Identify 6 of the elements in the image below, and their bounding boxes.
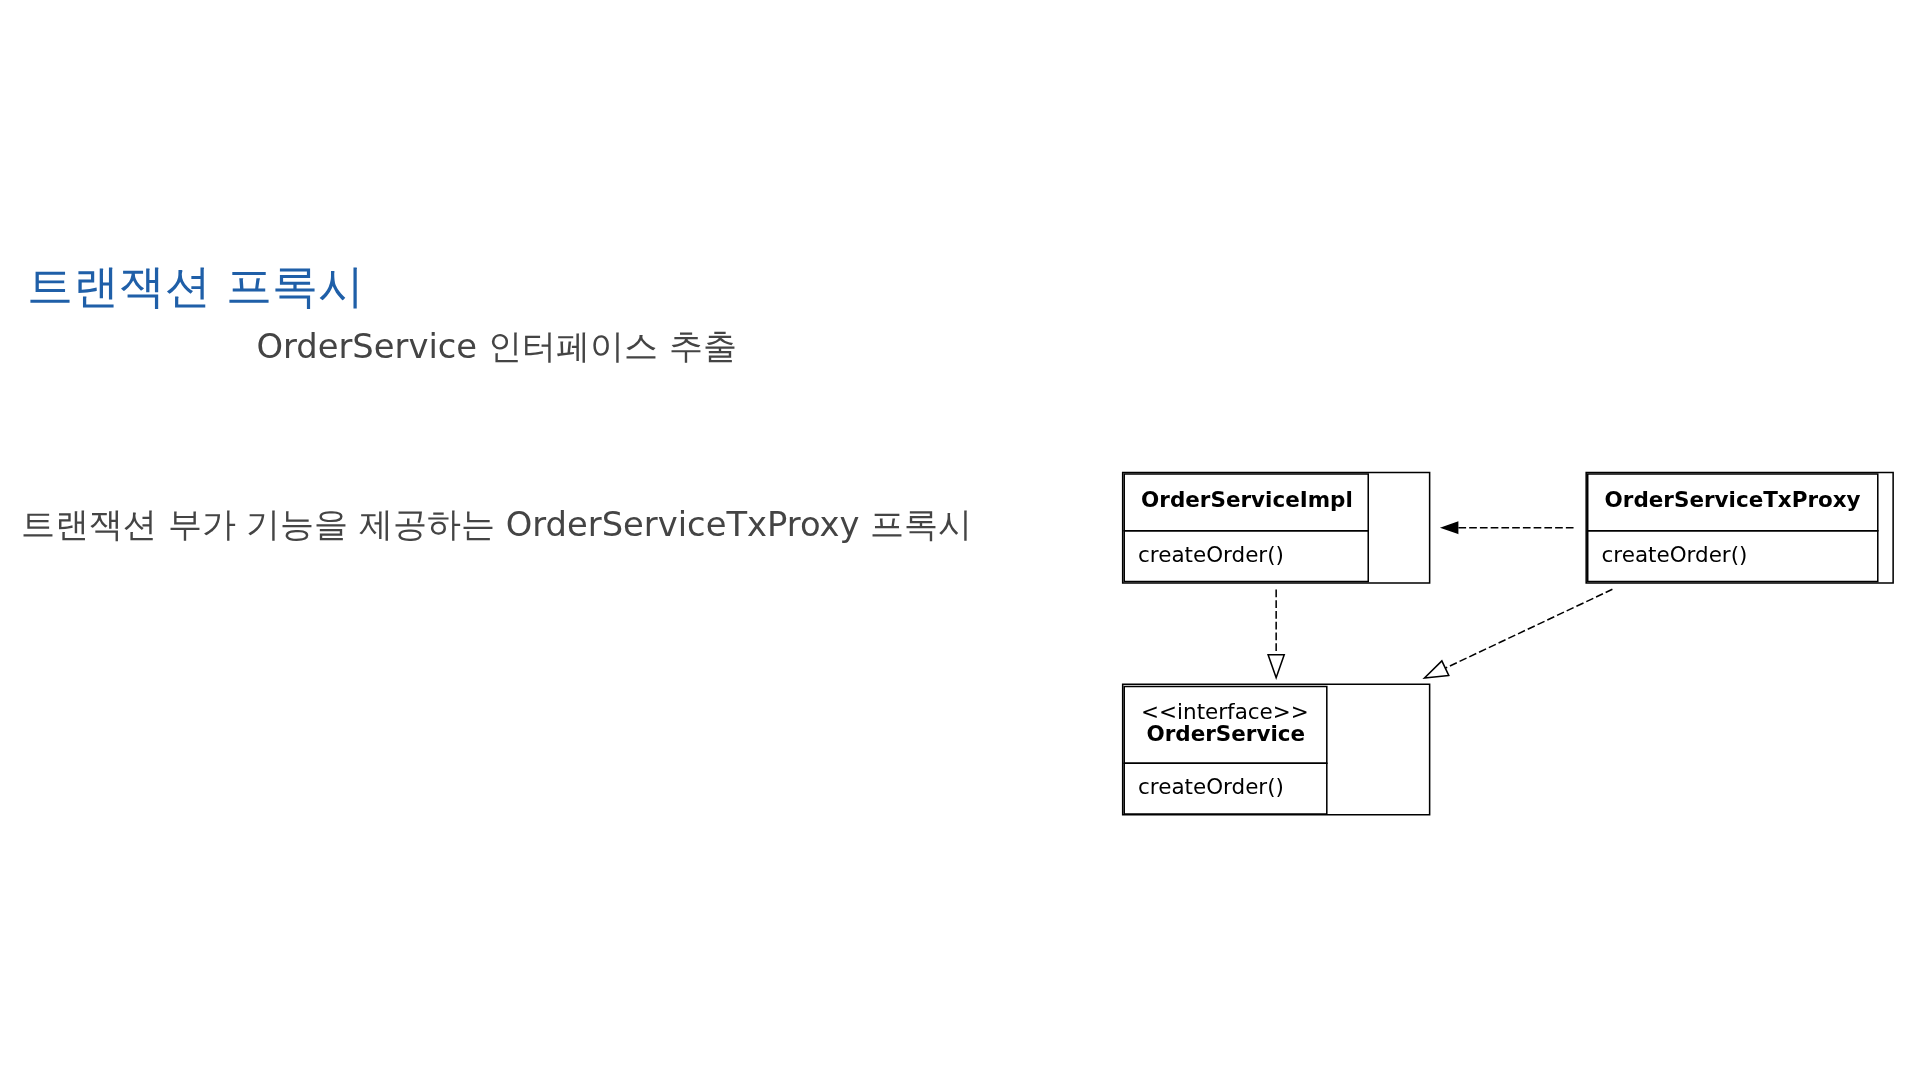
arrow (1267, 588, 1286, 681)
diagram-title: 트랜잭션 프록시 (27, 259, 365, 314)
label: OrderService 인터페이스 추출 (256, 327, 737, 367)
arrow (1422, 588, 1614, 679)
arrow (1439, 521, 1575, 535)
label: 트랜잭션 부가 기능을 제공하는 OrderServiceTxProxy 프록시 (20, 505, 973, 545)
